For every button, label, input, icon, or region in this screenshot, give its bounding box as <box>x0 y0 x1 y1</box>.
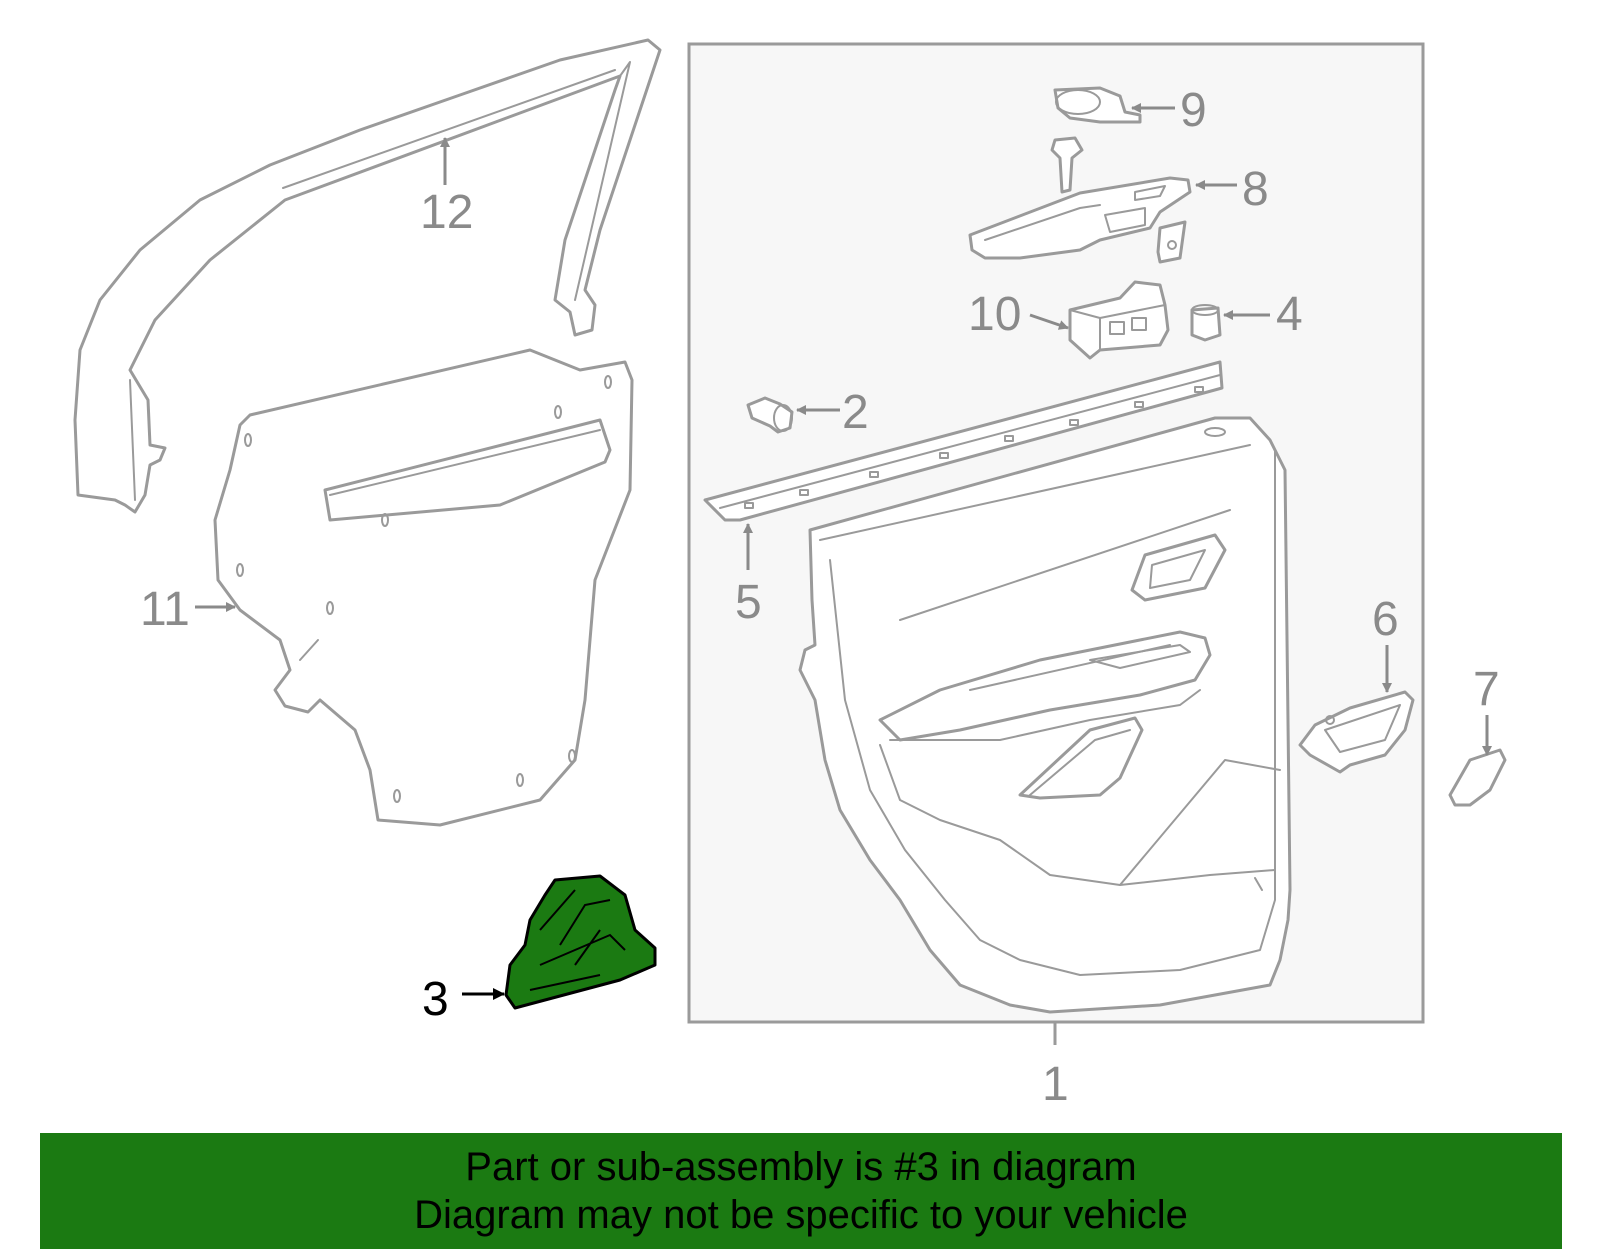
part-3-bracket-highlighted <box>504 874 657 1010</box>
callout-4: 4 <box>1276 288 1303 341</box>
callout-9: 9 <box>1180 84 1207 137</box>
part-2-push-pin <box>746 396 794 434</box>
part-4-grommet <box>1190 304 1222 342</box>
banner-line-disclaimer: Diagram may not be specific to your vehi… <box>414 1193 1188 1237</box>
info-banner: Part or sub-assembly is #3 in diagram Di… <box>40 1133 1562 1249</box>
callout-6: 6 <box>1372 593 1399 646</box>
part-12-window-molding <box>73 38 662 514</box>
callout-12: 12 <box>420 186 473 239</box>
part-5-belt-molding <box>703 360 1224 522</box>
part-8-switch-bezel <box>968 176 1192 264</box>
callout-1: 1 <box>1042 1058 1069 1111</box>
callout-5: 5 <box>735 576 762 629</box>
banner-line-part: Part or sub-assembly is #3 in diagram <box>465 1145 1137 1189</box>
leader-10 <box>1029 313 1069 330</box>
parts-diagram: 12 11 9 8 10 4 2 5 6 7 1 3 <box>73 38 1507 1111</box>
part-9-cap <box>1053 86 1142 124</box>
part-11-water-deflector <box>213 348 634 827</box>
callout-3: 3 <box>422 973 449 1026</box>
callout-8: 8 <box>1242 163 1269 216</box>
callout-7: 7 <box>1473 663 1500 716</box>
callout-11: 11 <box>140 583 190 636</box>
part-6-inside-handle <box>1298 690 1415 774</box>
part-10-switch <box>1068 280 1170 360</box>
part-7-cover <box>1448 748 1507 807</box>
part-1-door-trim-panel <box>798 416 1292 1014</box>
callout-10: 10 <box>968 288 1021 341</box>
bolt <box>1050 136 1084 194</box>
callout-2: 2 <box>842 386 869 439</box>
